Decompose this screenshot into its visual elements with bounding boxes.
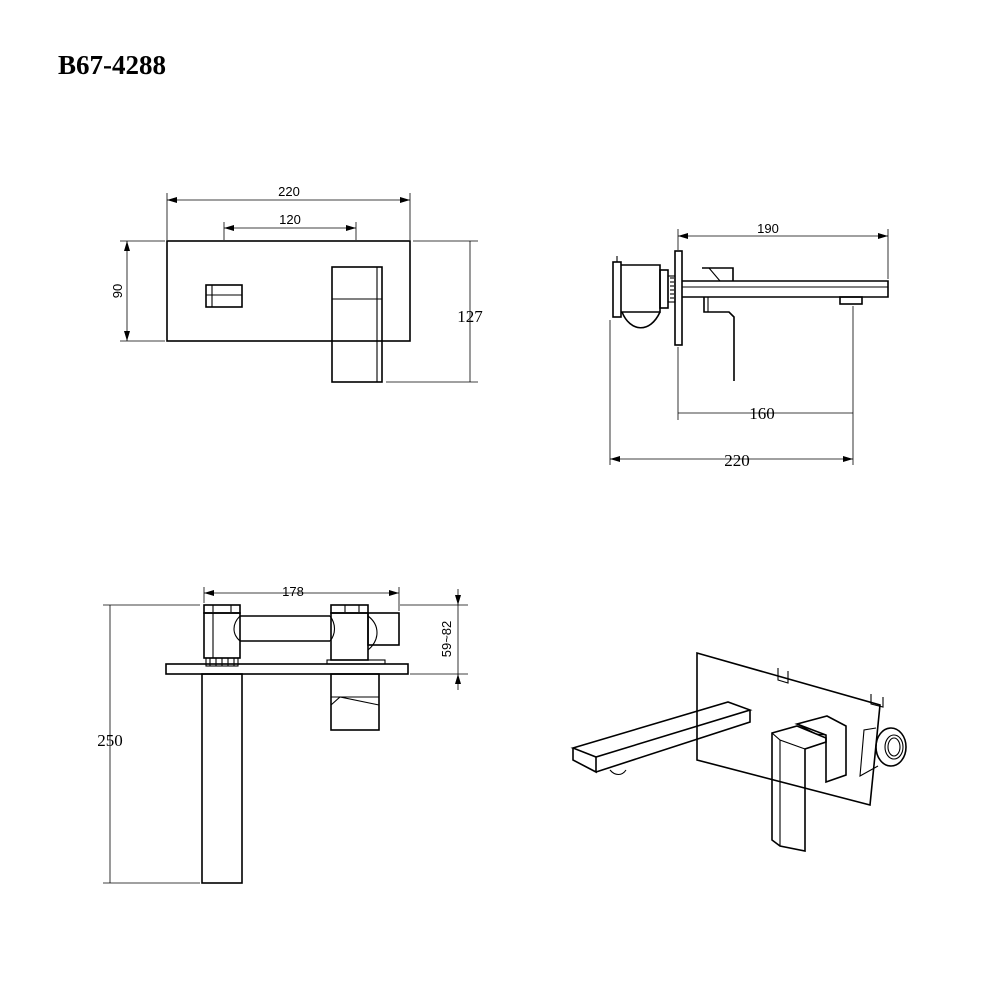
side-rear-body (612, 261, 622, 318)
front-view: 220 120 90 127 (110, 184, 483, 383)
side-wall-plate (674, 250, 683, 346)
front-diverter-knob (205, 284, 243, 308)
side-aerator (839, 296, 863, 305)
top-spout (201, 673, 243, 884)
model-title: B67-4288 (58, 50, 166, 80)
front-mixer-handle (331, 266, 383, 383)
dim-top-depth-range-label: 59~82 (439, 621, 454, 658)
dim-top-height-label: 250 (97, 731, 123, 750)
iso-outlet (875, 727, 907, 767)
dim-side-reach-label: 160 (749, 404, 775, 423)
side-spout (682, 280, 889, 298)
side-handle (703, 297, 735, 381)
iso-spout (570, 701, 753, 758)
front-wall-plate (166, 240, 411, 342)
isometric-view (570, 651, 907, 852)
dim-front-total-height-label: 127 (457, 307, 483, 326)
dim-front-width-label: 220 (278, 184, 300, 199)
dim-side-depth-label: 220 (724, 451, 750, 470)
side-view: 190 160 220 (609, 221, 889, 470)
top-right-body (330, 612, 369, 661)
top-left-body (203, 612, 241, 659)
iso-wall-plate (696, 651, 881, 807)
top-wall-plate (165, 663, 409, 675)
dim-side-spout-label: 190 (757, 221, 779, 236)
dim-front-height-label: 90 (110, 284, 125, 298)
dim-front-spacing-label: 120 (279, 212, 301, 227)
top-handle (330, 673, 380, 731)
top-view: 178 59~82 250 (97, 584, 468, 884)
dim-top-width-label: 178 (282, 584, 304, 599)
